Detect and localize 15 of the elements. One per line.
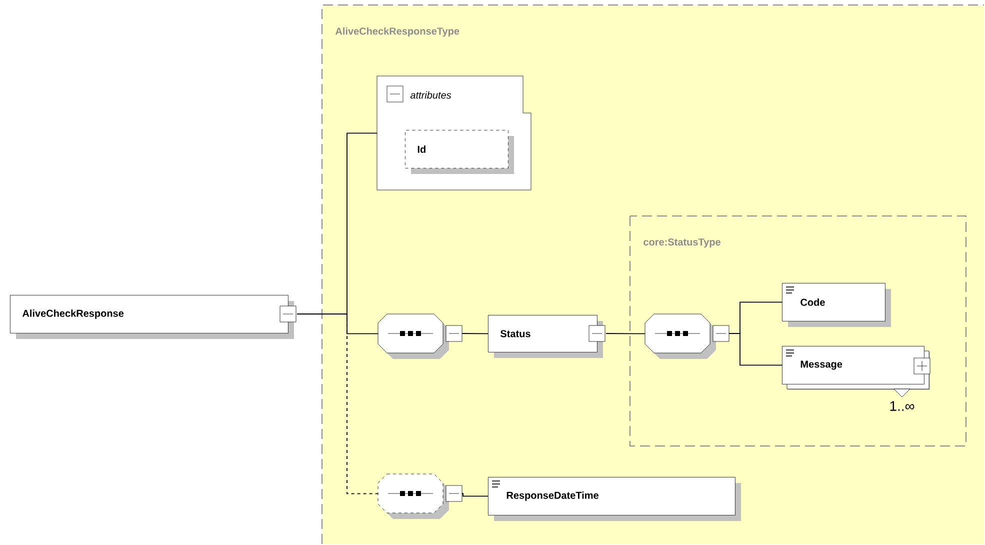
element-box: AliveCheckResponse (10, 295, 296, 339)
element-box: Message 1..∞ (782, 346, 930, 411)
attribute-box: Id (405, 130, 514, 174)
sequence-compositor (644, 314, 730, 359)
connector-line (728, 333, 782, 366)
sequence-compositor (378, 314, 462, 359)
element-box: Code (782, 283, 891, 327)
node-label: 1..∞ (890, 401, 914, 411)
element-box: ResponseDateTime (488, 477, 741, 521)
connector-line (462, 333, 488, 334)
connector-line (462, 493, 488, 497)
element-box: Status (488, 315, 606, 358)
connector-line (606, 333, 646, 334)
sequence-compositor (378, 474, 462, 519)
connector-line (296, 314, 378, 494)
